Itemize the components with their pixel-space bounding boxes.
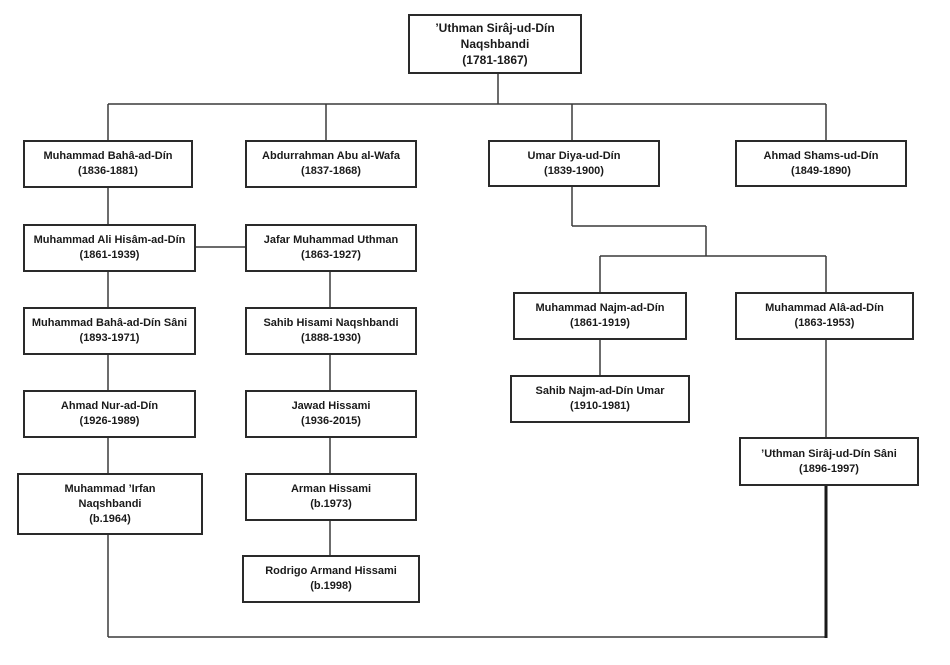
node-muhammad-ali-hisam-ad-din: Muhammad Ali Hisâm-ad-Dín (1861-1939) bbox=[23, 224, 196, 272]
node-name: Umar Diya-ud-Dín bbox=[527, 149, 621, 162]
node-ahmad-shams-ud-din: Ahmad Shams-ud-Dín (1849-1890) bbox=[735, 140, 907, 187]
node-name: Muhammad Bahâ-ad-Dín Sâni bbox=[31, 317, 188, 329]
node-years: (1837-1868) bbox=[301, 165, 361, 177]
node-name: Sahib Najm-ad-Dín Umar bbox=[535, 385, 665, 397]
node-years: (1926-1989) bbox=[79, 415, 140, 427]
node-muhammad-baha-ad-din: Muhammad Bahâ-ad-Dín (1836-1881) bbox=[23, 140, 193, 188]
node-muhammad-irfan-naqshbandi: Muhammad ’Irfan Naqshbandi (b.1964) bbox=[17, 473, 203, 535]
node-name: Rodrigo Armand Hissami bbox=[265, 565, 397, 577]
node-name: Arman Hissami bbox=[290, 483, 372, 495]
node-ahmad-nur-ad-din: Ahmad Nur-ad-Dín (1926-1989) bbox=[23, 390, 196, 438]
node-name: Abdurrahman Abu al-Wafa bbox=[262, 150, 400, 162]
node-name: Muhammad Ali Hisâm-ad-Dín bbox=[33, 234, 186, 246]
node-years: (1863-1953) bbox=[794, 317, 855, 329]
node-years: (b.1998) bbox=[310, 580, 352, 592]
node-name: Jawad Hissami bbox=[291, 400, 371, 412]
node-years: (1893-1971) bbox=[79, 332, 140, 344]
node-years: (1836-1881) bbox=[78, 165, 138, 177]
node-muhammad-ala-ad-din: Muhammad Alâ-ad-Dín (1863-1953) bbox=[735, 292, 914, 340]
node-name: Muhammad Alâ-ad-Dín bbox=[765, 302, 884, 314]
node-name: Muhammad ’Irfan bbox=[64, 482, 156, 495]
node-years: (1936-2015) bbox=[301, 415, 361, 427]
node-years: (1888-1930) bbox=[301, 332, 361, 344]
node-name: Jafar Muhammad Uthman bbox=[263, 234, 399, 246]
node-name: Ahmad Shams-ud-Dín bbox=[763, 149, 879, 162]
node-umar-diya-ud-din: Umar Diya-ud-Dín (1839-1900) bbox=[488, 140, 660, 187]
node-sahib-hisami-naqshbandi: Sahib Hisami Naqshbandi (1888-1930) bbox=[245, 307, 417, 355]
node-years: (1781-1867) bbox=[462, 53, 528, 67]
node-muhammad-najm-ad-din: Muhammad Najm-ad-Dín (1861-1919) bbox=[513, 292, 687, 340]
node-jafar-muhammad-uthman: Jafar Muhammad Uthman (1863-1927) bbox=[245, 224, 417, 272]
node-name: ’Uthman Sirâj-ud-Dín bbox=[435, 21, 555, 35]
node-years: (b.1973) bbox=[310, 498, 352, 510]
node-muhammad-baha-ad-din-sani: Muhammad Bahâ-ad-Dín Sâni (1893-1971) bbox=[23, 307, 196, 355]
node-name: Sahib Hisami Naqshbandi bbox=[263, 317, 399, 329]
node-name: Ahmad Nur-ad-Dín bbox=[60, 400, 159, 412]
node-sahib-najm-ad-din-umar: Sahib Najm-ad-Dín Umar (1910-1981) bbox=[510, 375, 690, 423]
node-name: ’Uthman Sirâj-ud-Dín Sâni bbox=[761, 447, 897, 460]
node-years: (1861-1939) bbox=[79, 249, 140, 261]
node-years: (1861-1919) bbox=[570, 317, 630, 329]
node-uthman-siraj-ud-din: ’Uthman Sirâj-ud-Dín Naqshbandi (1781-18… bbox=[408, 14, 582, 74]
node-name: Naqshbandi bbox=[460, 37, 530, 51]
node-name: Muhammad Najm-ad-Dín bbox=[535, 302, 665, 314]
node-name: Naqshbandi bbox=[78, 497, 142, 510]
node-years: (1910-1981) bbox=[570, 400, 630, 412]
node-years: (1896-1997) bbox=[799, 462, 859, 475]
node-abdurrahman-abu-al-wafa: Abdurrahman Abu al-Wafa (1837-1868) bbox=[245, 140, 417, 188]
node-arman-hissami: Arman Hissami (b.1973) bbox=[245, 473, 417, 521]
node-name: Muhammad Bahâ-ad-Dín bbox=[43, 150, 173, 162]
node-years: (b.1964) bbox=[89, 512, 131, 525]
node-rodrigo-armand-hissami: Rodrigo Armand Hissami (b.1998) bbox=[242, 555, 420, 603]
node-years: (1863-1927) bbox=[301, 249, 361, 261]
node-uthman-siraj-ud-din-sani: ’Uthman Sirâj-ud-Dín Sâni (1896-1997) bbox=[739, 437, 919, 486]
node-jawad-hissami: Jawad Hissami (1936-2015) bbox=[245, 390, 417, 438]
node-years: (1849-1890) bbox=[791, 164, 851, 177]
node-years: (1839-1900) bbox=[544, 164, 604, 177]
